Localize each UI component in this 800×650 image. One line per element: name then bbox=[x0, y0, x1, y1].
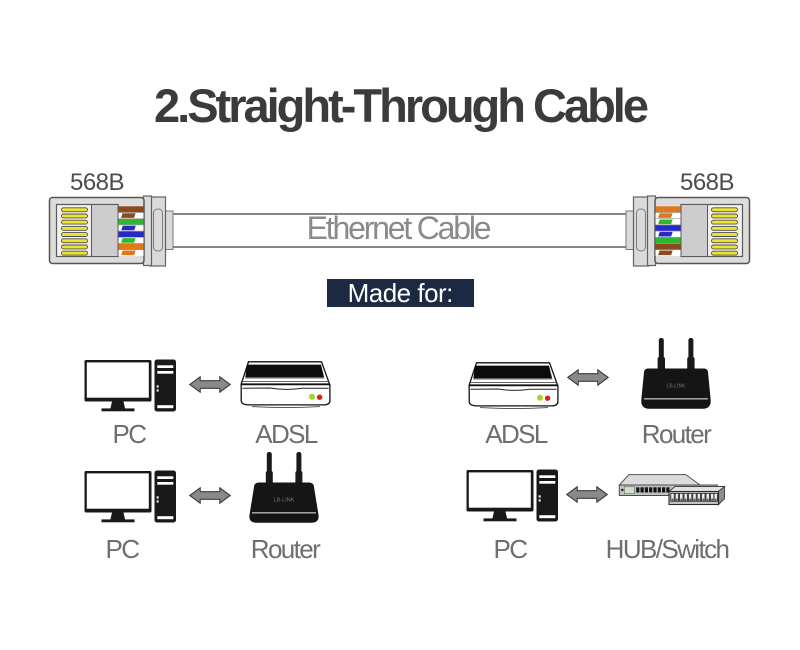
svg-text:LB-LINK: LB-LINK bbox=[274, 498, 295, 504]
svg-text:LB-LINK: LB-LINK bbox=[667, 384, 687, 390]
